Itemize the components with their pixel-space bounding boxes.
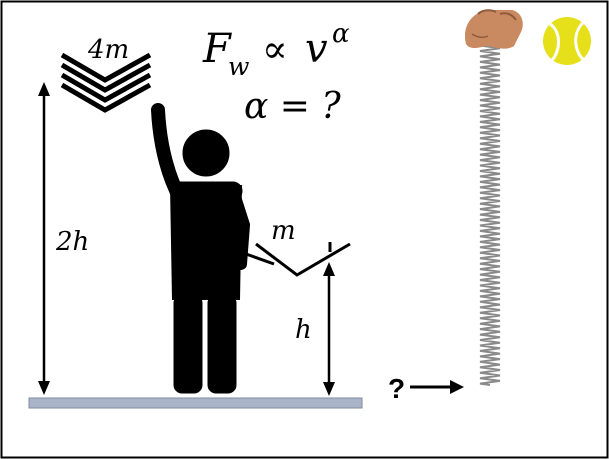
- person-figure: [151, 103, 251, 394]
- spring-coil: [479, 35, 501, 386]
- question-mark: ?: [388, 373, 405, 404]
- person-head: [182, 129, 230, 177]
- spring-icon: [479, 35, 501, 386]
- pointer-arrow: [410, 380, 464, 394]
- hanging-mass-icon: [245, 242, 351, 277]
- formula-exp: α: [332, 19, 350, 49]
- top-mass-label: 4m: [87, 35, 129, 65]
- formula-rel: ∝: [262, 27, 288, 71]
- formula-sub: w: [228, 52, 249, 81]
- small-height-label: h: [295, 315, 312, 345]
- drag-formula: F w ∝ v α: [202, 19, 350, 81]
- hand-icon: [464, 9, 523, 49]
- alpha-question: α = ?: [244, 86, 341, 127]
- formula-rhs: v: [305, 26, 328, 72]
- formula-lhs: F: [202, 26, 232, 72]
- chevron-stack-icon: [60, 52, 152, 113]
- hand-mass-label: m: [271, 216, 296, 246]
- big-height-label: 2h: [55, 227, 89, 257]
- ground-platform: [28, 397, 363, 409]
- tennis-ball-icon: [543, 17, 591, 65]
- height-2h-arrow: [38, 82, 50, 395]
- height-h-arrow: [323, 262, 335, 396]
